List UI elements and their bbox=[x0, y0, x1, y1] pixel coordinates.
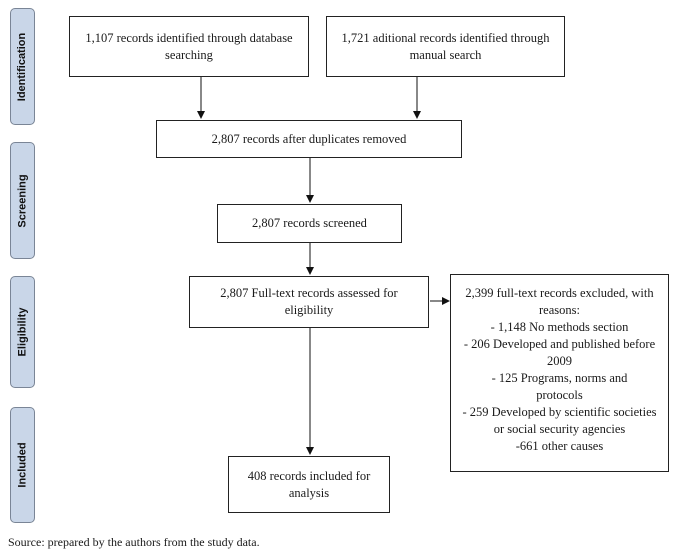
excluded-line: 2,399 full-text records excluded, with bbox=[465, 286, 654, 300]
box-fulltext-assessed: 2,807 Full-text records assessed for eli… bbox=[189, 276, 429, 328]
box-database-search: 1,107 records identified through databas… bbox=[69, 16, 309, 77]
included-line-2: analysis bbox=[288, 485, 330, 500]
excluded-line: - 259 Developed by scientific societies bbox=[462, 405, 657, 419]
duplicates-text: 2,807 records after duplicates removed bbox=[211, 131, 407, 146]
box-records-screened: 2,807 records screened bbox=[217, 204, 402, 243]
manual-line-1: 1,721 aditional records identified throu… bbox=[341, 30, 550, 45]
excluded-line: -661 other causes bbox=[515, 439, 604, 453]
excluded-line: protocols bbox=[536, 388, 583, 402]
phase-screening: Screening bbox=[10, 142, 35, 259]
excluded-line: - 1,148 No methods section bbox=[490, 320, 629, 334]
box-manual-search: 1,721 aditional records identified throu… bbox=[326, 16, 565, 77]
database-line-1: 1,107 records identified through databas… bbox=[85, 30, 293, 45]
fulltext-line-2: eligibility bbox=[284, 303, 334, 317]
phase-included: Included bbox=[10, 407, 35, 523]
box-excluded-records: 2,399 full-text records excluded, with r… bbox=[450, 274, 669, 472]
manual-line-2: manual search bbox=[409, 47, 482, 62]
source-note: Source: prepared by the authors from the… bbox=[8, 535, 260, 549]
box-duplicates-removed: 2,807 records after duplicates removed bbox=[156, 120, 462, 158]
excluded-line: reasons: bbox=[539, 303, 580, 317]
fulltext-line-1: 2,807 Full-text records assessed for bbox=[220, 286, 398, 300]
excluded-line: - 206 Developed and published before bbox=[463, 337, 656, 351]
screened-text: 2,807 records screened bbox=[252, 216, 367, 230]
excluded-line: or social security agencies bbox=[493, 422, 626, 436]
box-included-analysis: 408 records included for analysis bbox=[228, 456, 390, 513]
included-line-1: 408 records included for bbox=[247, 468, 371, 483]
excluded-line: - 125 Programs, norms and bbox=[491, 371, 628, 385]
excluded-line: 2009 bbox=[547, 354, 572, 368]
database-line-2: searching bbox=[165, 47, 213, 62]
phase-identification: Identification bbox=[10, 8, 35, 125]
phase-eligibility: Eligibility bbox=[10, 276, 35, 388]
